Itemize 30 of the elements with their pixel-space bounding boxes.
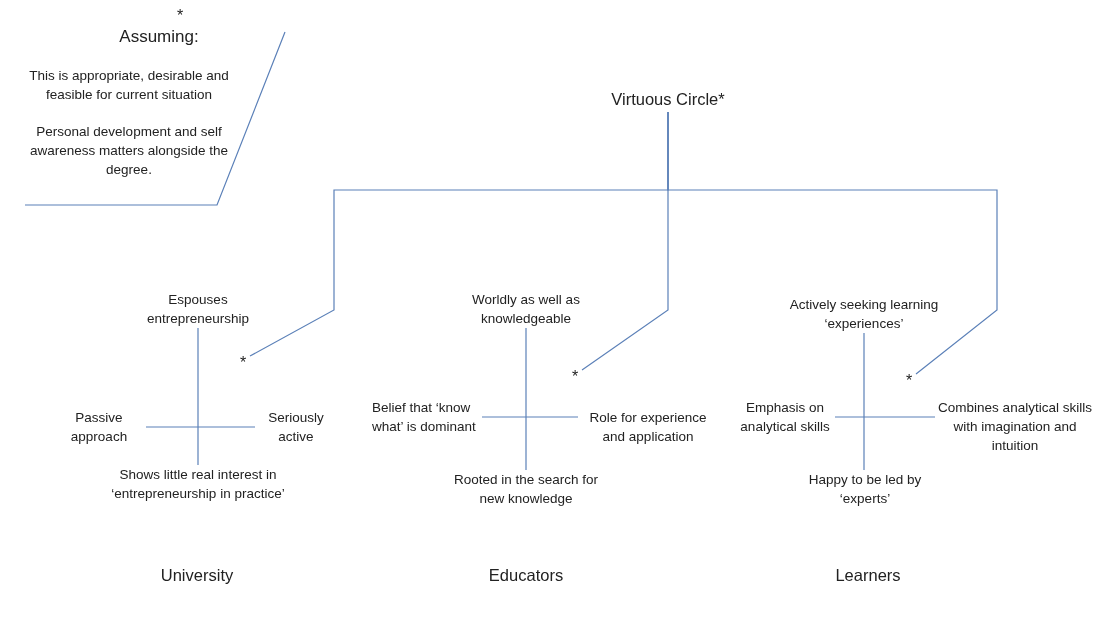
pole-label: Rooted in the search for new knowledge — [452, 471, 600, 508]
note-text: This is appropriate, desirable and feasible for current situation — [28, 67, 230, 104]
connector-line — [525, 327, 527, 471]
footnote-mark: * — [238, 356, 248, 370]
pole-label: Emphasis on analytical skills — [739, 399, 831, 436]
column-title: Educators — [487, 566, 565, 585]
note-text: Personal development and self awareness matters alongside the degree. — [28, 123, 230, 179]
pole-label: Combines analytical skills with imagination and intuition — [937, 399, 1093, 455]
pole-label: Belief that ‘know what’ is dominant — [372, 399, 477, 436]
footnote-mark: * — [904, 374, 914, 388]
pole-label: Happy to be led by ‘experts’ — [807, 471, 923, 508]
connector-line — [863, 332, 865, 471]
pole-label: Shows little real interest in ‘entrepreneurship in practice’ — [110, 466, 286, 503]
pole-label: Seriously active — [267, 409, 325, 446]
pole-label: Passive approach — [69, 409, 129, 446]
pole-label: Actively seeking learning ‘experiences’ — [788, 296, 940, 333]
pole-label: Role for experience and application — [588, 409, 708, 446]
connector-line — [834, 416, 936, 418]
note-heading: Assuming: — [118, 26, 200, 48]
footnote-mark: * — [176, 10, 184, 22]
column-title: Learners — [834, 566, 902, 585]
pole-label: Worldly as well as knowledgeable — [471, 291, 581, 328]
connector-line — [145, 426, 256, 428]
connector-line — [667, 111, 998, 375]
pole-label: Espouses entrepreneurship — [145, 291, 251, 328]
footnote-mark: * — [570, 370, 580, 384]
column-title: University — [159, 566, 235, 585]
connector-line — [481, 416, 579, 418]
connector-line — [197, 327, 199, 466]
diagram-heading: Virtuous Circle* — [610, 89, 726, 110]
